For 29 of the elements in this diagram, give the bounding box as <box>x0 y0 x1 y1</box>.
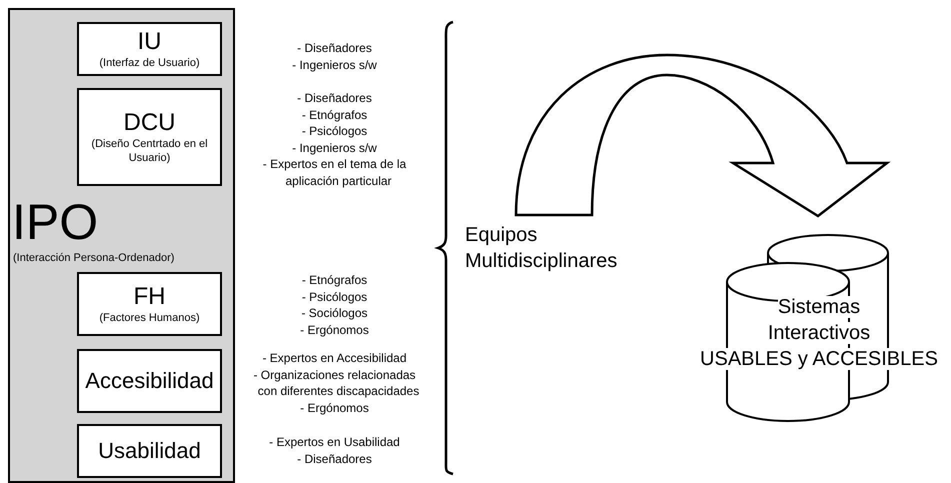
box-title: DCU <box>124 109 176 137</box>
list-item: - Expertos en el tema de la aplicación particular <box>262 156 408 189</box>
list-item: - Etnógrafos <box>300 272 368 288</box>
box-title: Accesibilidad <box>85 367 214 395</box>
box-title: Usabilidad <box>98 437 201 465</box>
panel-subtitle: (Interacción Persona-Ordenador) <box>13 251 174 265</box>
box-title: FH <box>134 283 166 311</box>
list-item: - Ingenieros s/w <box>291 140 378 156</box>
box-subtitle: (Diseño Centrtado en el Usuario) <box>90 137 209 165</box>
list-item: - Diseñadores <box>296 40 373 56</box>
list-item: - Expertos en Usabilidad <box>268 434 401 450</box>
panel-title: IPO <box>12 194 98 250</box>
list-item: - Organizaciones relacionadas con diferentes discapacidades <box>252 366 420 400</box>
list-item: - Diseñadores <box>296 450 373 467</box>
list-item: - Diseñadores <box>296 90 373 106</box>
curved-block-arrow <box>514 54 888 218</box>
text-label: Equipos Multidisciplinares <box>465 223 618 274</box>
box-subtitle: (Factores Humanos) <box>99 311 200 325</box>
list-item: - Ergónomos <box>299 400 370 416</box>
list-item: - Ergónomos <box>299 322 370 338</box>
list-item: - Psicólogos <box>300 123 368 140</box>
list-item: - Psicólogos <box>300 288 368 305</box>
node-label: Sistemas Interactivos USABLES y ACCESIBLES <box>699 295 939 372</box>
box-title: IU <box>138 28 162 56</box>
list-item: - Ingenieros s/w <box>291 56 378 73</box>
list-item: - Etnógrafos <box>300 106 368 123</box>
box-subtitle: (Interfaz de Usuario) <box>99 56 200 70</box>
list-item: - Sociólogos <box>300 305 369 322</box>
list-item: - Expertos en Accesibilidad <box>261 350 408 366</box>
